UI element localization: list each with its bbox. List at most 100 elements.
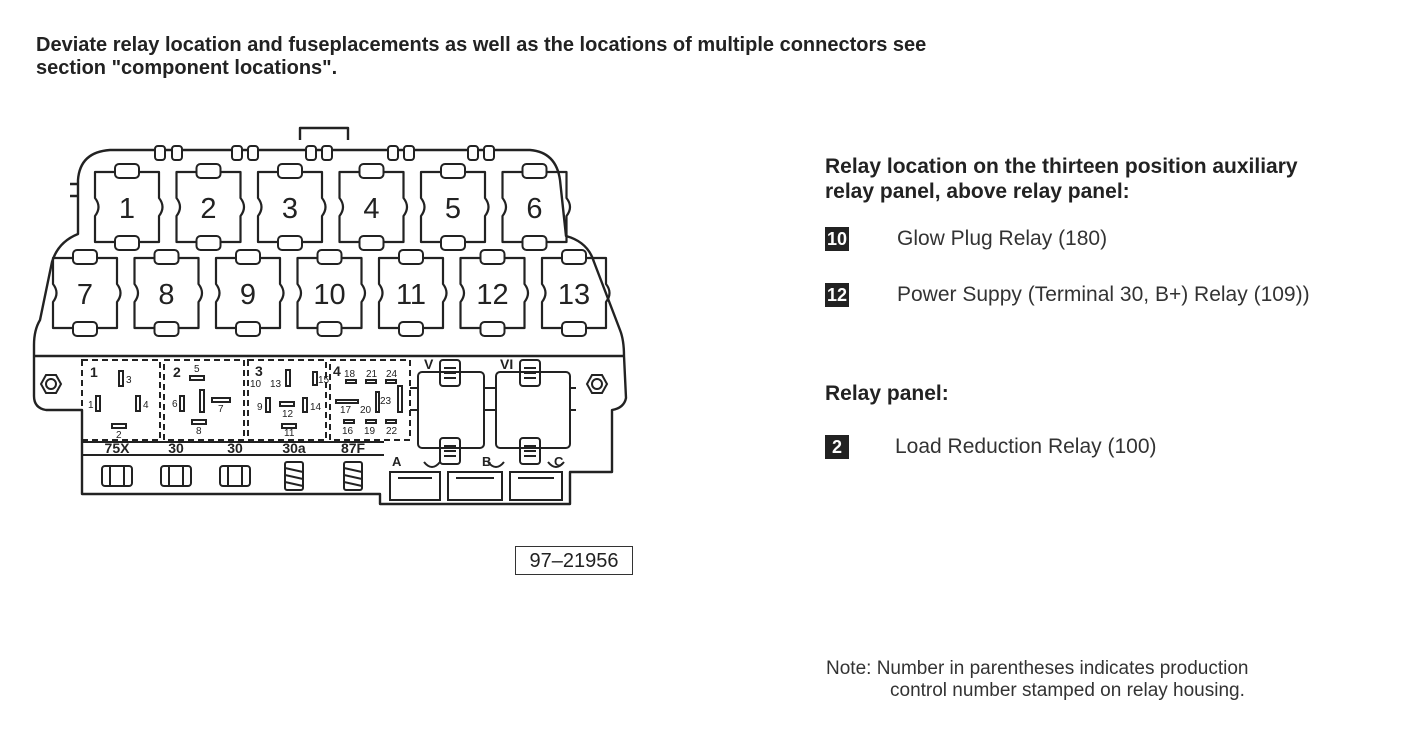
- pin-label: 22: [386, 426, 398, 437]
- relay-position-7: 7: [51, 249, 122, 337]
- footnote-line-2: control number stamped on relay housing.: [890, 680, 1245, 701]
- pin-label: 14: [310, 402, 322, 413]
- relay-number: 4: [363, 193, 379, 225]
- header-line-1: Deviate relay location and fuseplacement…: [36, 34, 927, 56]
- pin-label: 8: [196, 426, 202, 437]
- mount-right-icon: [585, 374, 609, 394]
- aux-relay-item: 12 Power Suppy (Terminal 30, B+) Relay (…: [825, 282, 1310, 308]
- socket-4-number: 4: [333, 363, 341, 379]
- connector-label-c: C: [554, 454, 564, 469]
- figure-id-box: 97–21956: [515, 546, 633, 575]
- connector-v: [417, 371, 485, 449]
- relay-number-badge: 10: [825, 227, 849, 251]
- relay-number: 1: [119, 193, 135, 225]
- housing-top-tab: [298, 126, 350, 140]
- housing-clip: [387, 145, 399, 161]
- relay-number: 11: [396, 279, 426, 311]
- relay-panel-title: Relay panel:: [825, 382, 949, 405]
- relay-position-2: 2: [175, 163, 246, 251]
- housing-clip: [467, 145, 479, 161]
- relay-number: 3: [282, 193, 298, 225]
- relay-number: 10: [313, 279, 345, 311]
- pin-label: 10: [250, 379, 262, 390]
- socket-1: [81, 359, 161, 441]
- relay-number: 7: [77, 279, 93, 311]
- nut-icon: [101, 465, 133, 487]
- multipoint-connectors: [410, 359, 576, 465]
- relay-position-5: 5: [419, 163, 490, 251]
- terminal-label: 30a: [282, 440, 306, 456]
- aux-panel-title-line-1: Relay location on the thirteen position …: [825, 155, 1298, 178]
- socket-labels: 1 2 3 4 3 1 4 2 5 6 7 8 10 13 15 9 12 14…: [88, 363, 398, 441]
- relay-position-3: 3: [256, 163, 327, 251]
- mounting-holes: [39, 374, 609, 394]
- stud-icon: [343, 461, 363, 491]
- connector-terminals: [439, 359, 541, 465]
- socket-4: [329, 359, 411, 441]
- terminal-label: 30: [227, 440, 243, 456]
- nut-icon: [160, 465, 192, 487]
- relay-position-12: 12: [459, 249, 530, 337]
- pin-label: 3: [126, 375, 132, 386]
- housing-clip: [403, 145, 415, 161]
- pin-label: 24: [386, 369, 398, 380]
- stud-icon: [284, 461, 304, 491]
- connector-label-b: B: [482, 454, 491, 469]
- pin-label: 15: [318, 375, 330, 386]
- socket-3: [247, 359, 327, 441]
- relay-description: Glow Plug Relay (180): [897, 227, 1108, 250]
- relay-number-badge: 12: [825, 283, 849, 307]
- mount-left-icon: [39, 374, 63, 394]
- housing-clip: [247, 145, 259, 161]
- housing-clip: [321, 145, 333, 161]
- pin-label: 16: [342, 426, 354, 437]
- pin-label: 18: [344, 369, 356, 380]
- relay-number: 12: [476, 279, 508, 311]
- housing-clip: [171, 145, 183, 161]
- footnote-line-1: Note: Number in parentheses indicates pr…: [826, 658, 1249, 679]
- socket-1-number: 1: [90, 364, 98, 380]
- roman-label-vi: VI: [500, 356, 513, 372]
- pin-label: 9: [257, 402, 263, 413]
- pin-label: 23: [380, 396, 392, 407]
- connector-vi: [495, 371, 571, 449]
- relay-number: 6: [526, 193, 542, 225]
- relay-position-6: 6: [501, 163, 572, 251]
- relay-number: 9: [240, 279, 256, 311]
- terminal-label: 75X: [105, 440, 131, 456]
- relay-position-11: 11: [377, 249, 448, 337]
- pin-label: 1: [88, 400, 94, 411]
- relay-number-badge: 2: [825, 435, 849, 459]
- pin-label: 12: [282, 409, 294, 420]
- pin-label: 5: [194, 364, 200, 375]
- socket-3-number: 3: [255, 363, 263, 379]
- relay-description: Load Reduction Relay (100): [895, 435, 1157, 458]
- nut-icon: [219, 465, 251, 487]
- relay-position-10: 10: [296, 249, 367, 337]
- connector-b: [447, 471, 503, 501]
- pin-label: 13: [270, 379, 282, 390]
- relay-number: 8: [158, 279, 174, 311]
- terminal-studs: [101, 461, 363, 491]
- relay-housing-outline: [32, 148, 628, 506]
- side-ridges: [70, 182, 78, 198]
- footnote: Note: Number in parentheses indicates pr…: [826, 658, 1248, 702]
- relay-number: 5: [445, 193, 461, 225]
- pin-label: 20: [360, 405, 372, 416]
- aux-panel-title-line-2: relay panel, above relay panel:: [825, 180, 1130, 203]
- pin-label: 2: [116, 430, 122, 441]
- connector-c: [509, 471, 563, 501]
- socket-2-number: 2: [173, 364, 181, 380]
- relay-position-9: 9: [214, 249, 285, 337]
- housing-clip: [231, 145, 243, 161]
- pin-label: 7: [218, 404, 224, 415]
- pin-label: 17: [340, 405, 352, 416]
- header-line-2: section "component locations".: [36, 57, 338, 79]
- plug-connectors: [389, 461, 565, 501]
- relay-position-8: 8: [133, 249, 204, 337]
- housing-clip: [305, 145, 317, 161]
- connector-a: [389, 471, 441, 501]
- pin-label: 6: [172, 399, 178, 410]
